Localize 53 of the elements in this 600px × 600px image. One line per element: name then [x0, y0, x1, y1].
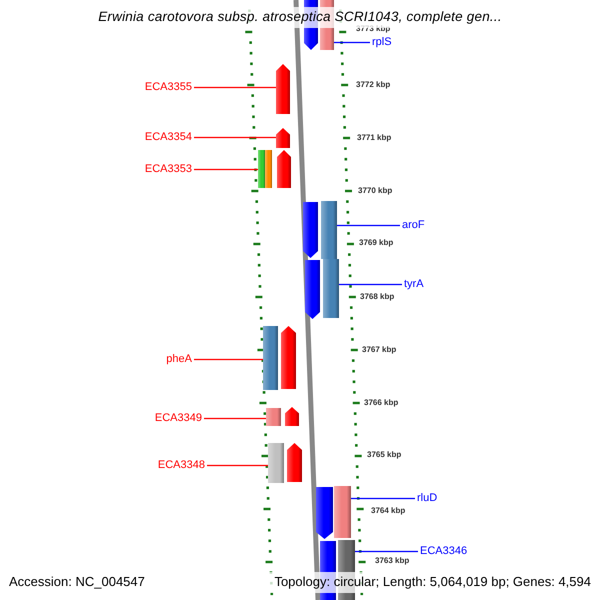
gene-label: ECA3355 — [100, 81, 192, 94]
leader-line — [194, 168, 258, 170]
gene-label: ECA3346 — [420, 545, 480, 558]
gene-label: tyrA — [404, 278, 444, 291]
gene-feature — [305, 260, 320, 319]
scale-label: 3770 kbp — [358, 186, 392, 196]
gene-bar — [266, 408, 281, 426]
gene-feature — [276, 128, 290, 148]
scale-label: 3771 kbp — [357, 133, 392, 143]
scale-label: 3766 kbp — [364, 398, 398, 408]
scale-label: 3773 kbp — [356, 24, 390, 34]
gene-label: ECA3349 — [100, 412, 202, 425]
gene-bar — [334, 486, 351, 538]
gene-label: pheA — [100, 353, 192, 366]
gene-label: ECA3353 — [100, 163, 192, 176]
gene-feature — [281, 326, 296, 389]
gene-bar — [263, 326, 278, 390]
gene-label: rluD — [417, 492, 457, 505]
gene-feature — [276, 64, 290, 114]
scale-label: 3763 kbp — [375, 556, 410, 566]
gene-bar — [265, 150, 272, 188]
scale-label: 3765 kbp — [367, 450, 402, 460]
scale-label: 3772 kbp — [356, 80, 390, 90]
leader-line — [339, 284, 402, 286]
leader-line — [334, 42, 370, 44]
title: Erwinia carotovora subsp. atroseptica SCRI1043, complete gen... — [98, 9, 502, 24]
leader-line — [351, 498, 415, 500]
accession-label: Accession: NC_004547 — [9, 574, 145, 589]
gene-feature — [287, 443, 302, 482]
gene-feature — [316, 487, 333, 539]
leader-line — [204, 418, 266, 420]
gene-feature — [277, 150, 291, 188]
scale-label: 3769 kbp — [359, 238, 394, 248]
gene-label: ECA3348 — [100, 459, 205, 472]
leader-line — [355, 550, 418, 552]
genome-info-label: Topology: circular; Length: 5,064,019 bp; Genes: 4,594 — [274, 574, 591, 589]
gene-label: rplS — [372, 36, 402, 49]
gene-label: ECA3354 — [100, 131, 192, 144]
gene-bar — [258, 150, 265, 188]
gene-feature — [285, 407, 299, 426]
gene-bar — [268, 443, 284, 483]
gene-bar — [321, 201, 337, 259]
leader-line — [194, 358, 263, 360]
gene-bar — [323, 259, 339, 318]
gene-feature — [303, 202, 318, 258]
leader-line — [194, 86, 276, 88]
leader-line — [207, 464, 268, 466]
scale-label: 3767 kbp — [362, 345, 396, 355]
scale-label: 3764 kbp — [371, 506, 406, 516]
leader-line — [194, 136, 276, 138]
scale-label: 3768 kbp — [360, 292, 394, 302]
leader-line — [337, 224, 400, 226]
gene-label: aroF — [402, 219, 442, 232]
